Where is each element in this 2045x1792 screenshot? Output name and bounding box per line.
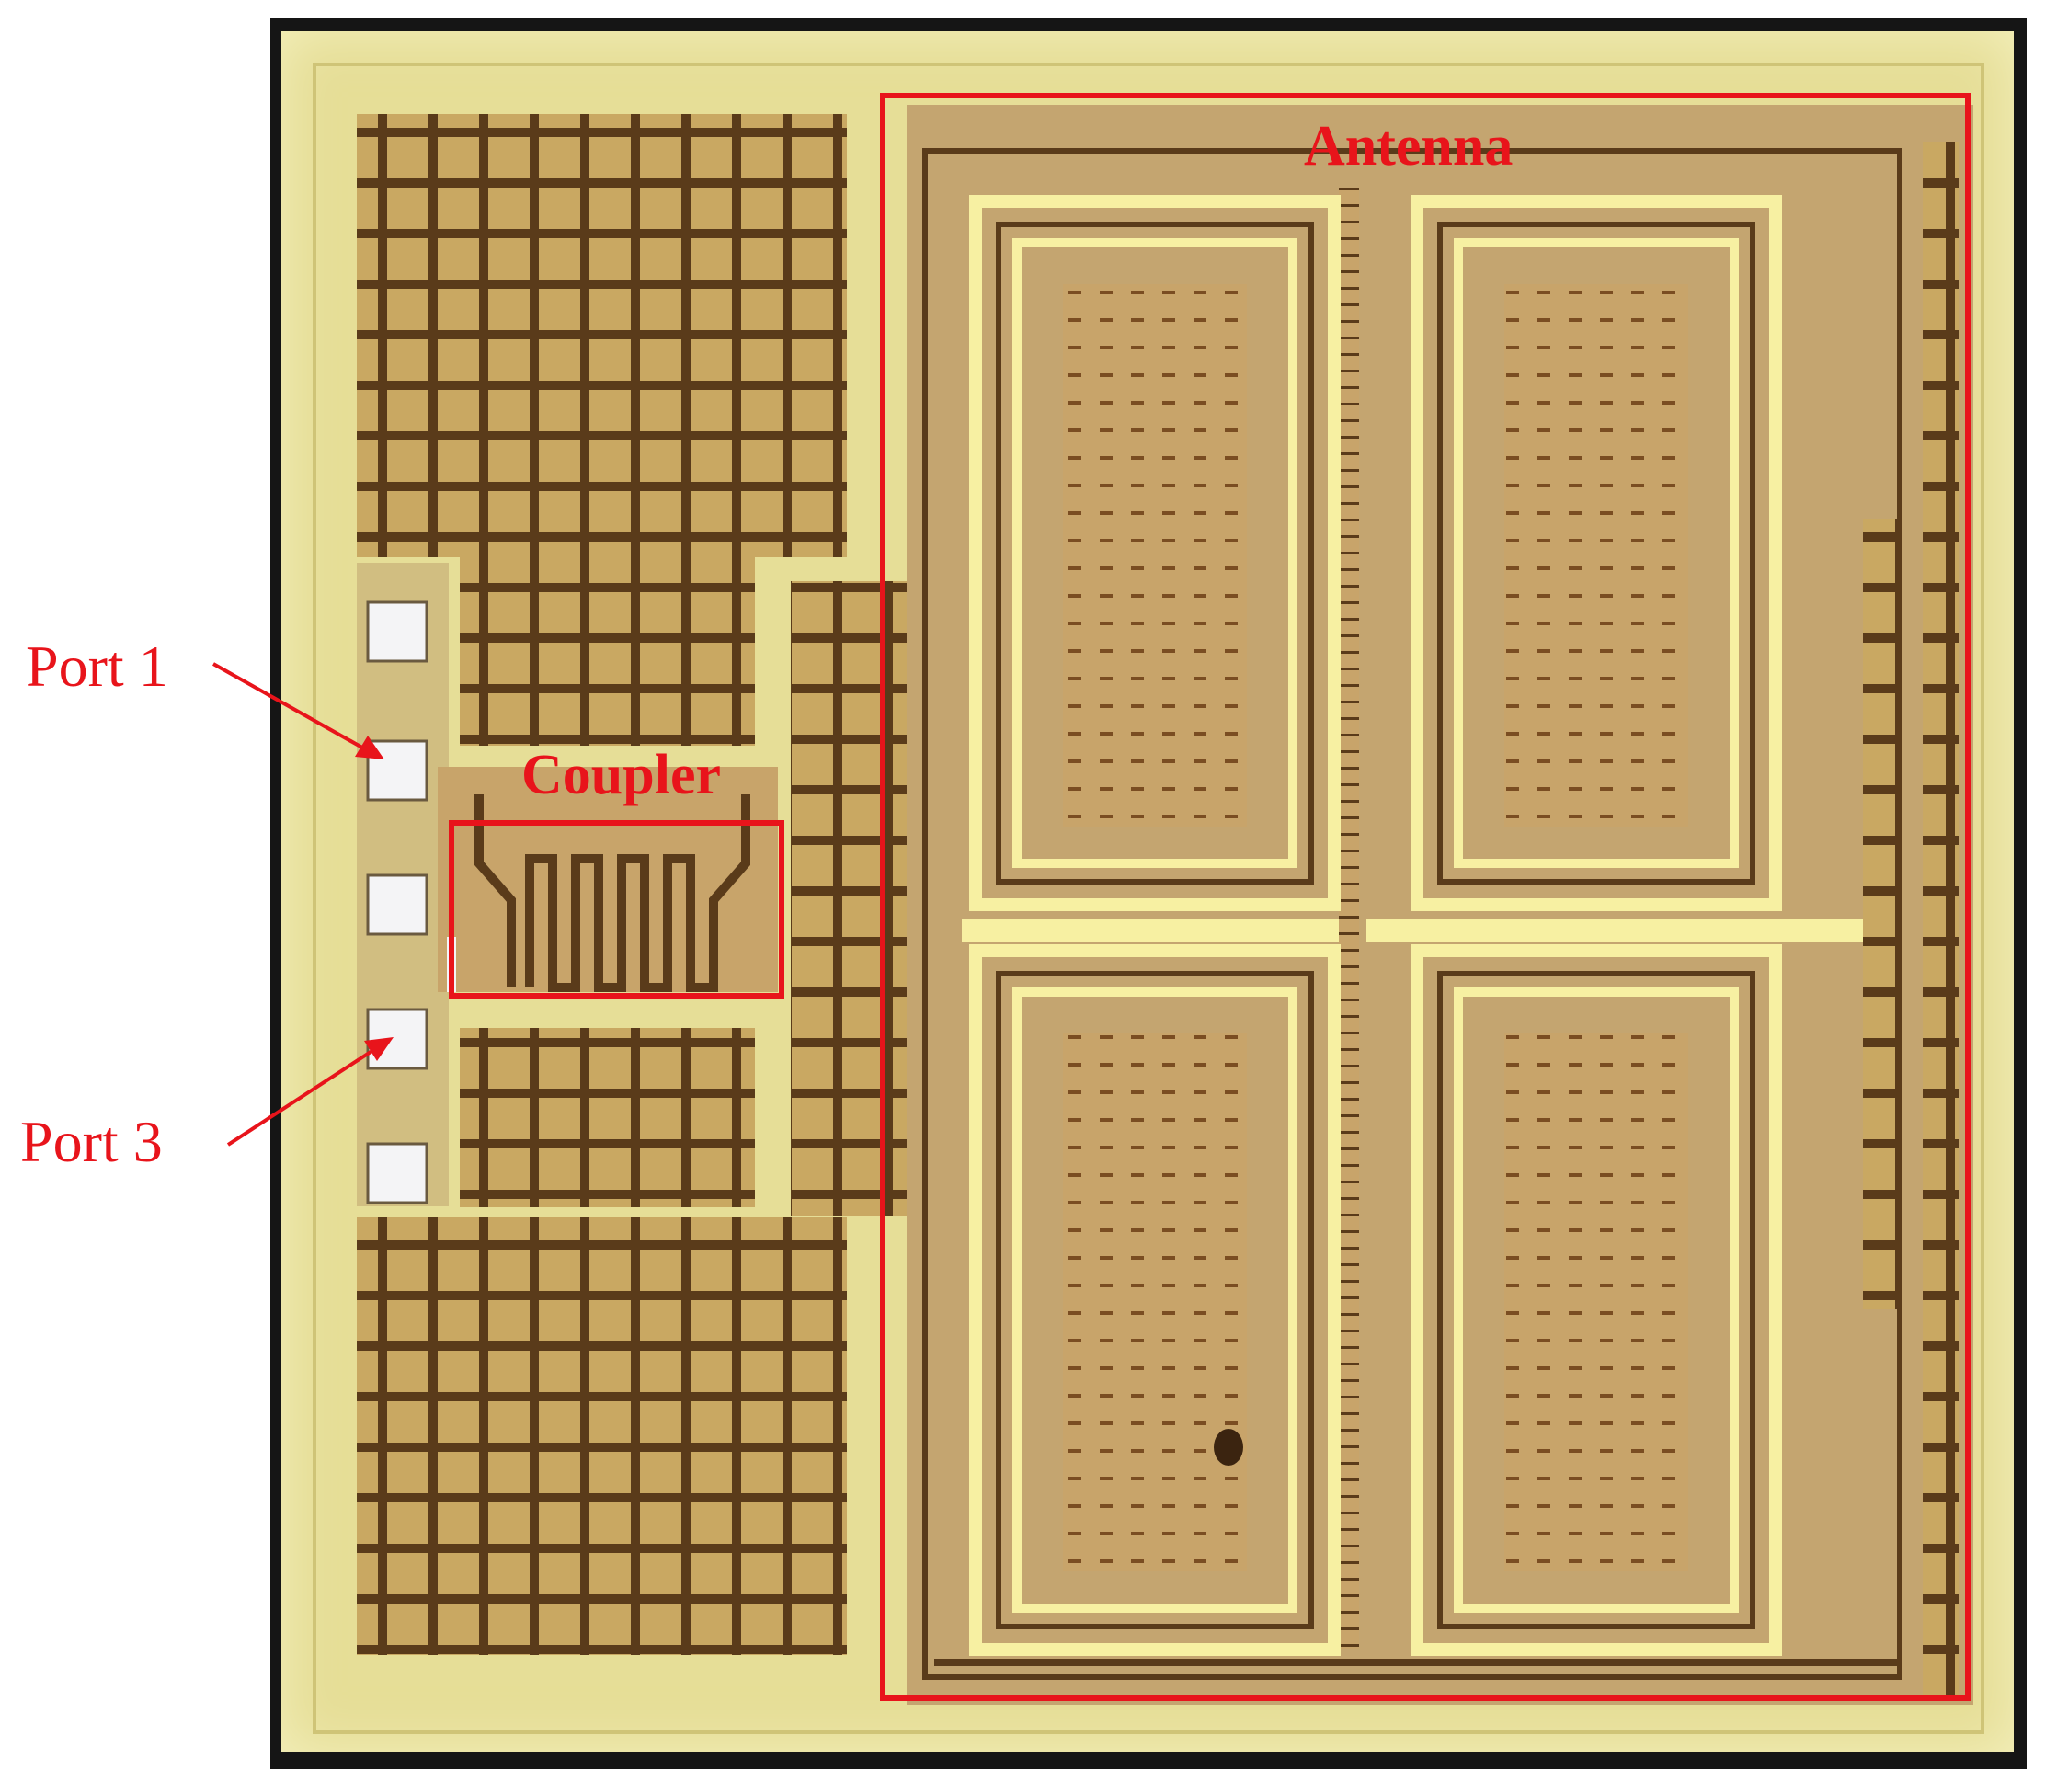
coupler-highlight-box <box>449 820 784 999</box>
die-rim <box>313 63 1984 1734</box>
die-frame <box>270 18 2027 1769</box>
port1-label: Port 1 <box>26 633 168 699</box>
antenna-label: Antenna <box>1304 115 1514 177</box>
die-layout <box>357 105 1973 1705</box>
port3-label: Port 3 <box>20 1109 163 1174</box>
antenna-highlight-box <box>880 93 1971 1701</box>
coupler-label: Coupler <box>521 744 721 806</box>
die-body <box>281 31 2014 1752</box>
